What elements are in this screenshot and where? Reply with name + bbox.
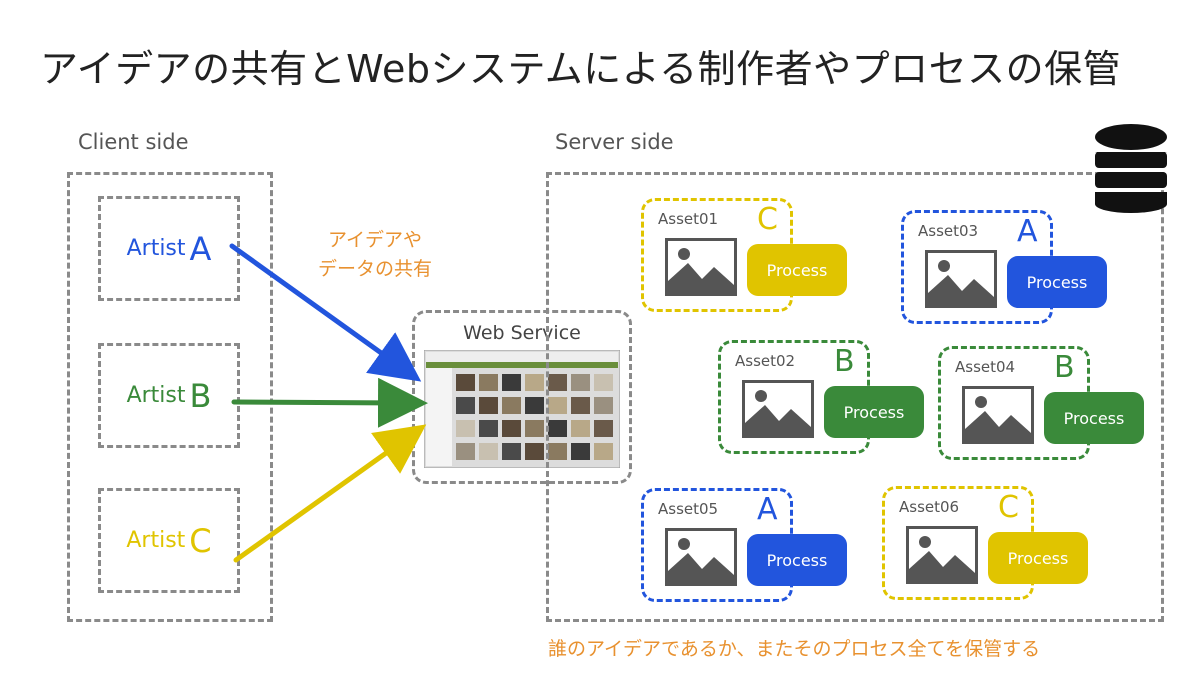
asset-3-process-button[interactable]: Process [1007,256,1107,308]
asset-6-letter: C [998,490,1019,525]
thumbnail [525,420,544,437]
thumbnail [594,397,613,414]
server-side-container [546,172,1164,622]
thumbnail-grid [456,374,613,460]
thumbnail [548,374,567,391]
thumbnail [594,374,613,391]
asset-1-process-button[interactable]: Process [747,244,847,296]
thumbnail [456,443,475,460]
image-icon [665,238,737,296]
image-icon [925,250,997,308]
asset-3-letter: A [1017,214,1038,249]
thumbnail [571,397,590,414]
image-icon [742,380,814,438]
thumbnail [525,374,544,391]
image-icon [962,386,1034,444]
artist-c-box[interactable]: Artist C [98,488,240,593]
client-side-label: Client side [78,130,189,154]
artist-c-letter: C [189,521,212,560]
database-icon [1095,124,1167,213]
artist-c-label: Artist [126,528,186,553]
thumbnail [479,443,498,460]
asset-6-label: Asset06 [899,498,960,516]
asset-4-letter: B [1054,350,1075,385]
server-side-label: Server side [555,130,674,154]
thumbnail [456,374,475,391]
artist-a-box[interactable]: Artist A [98,196,240,301]
artist-b-box[interactable]: Artist B [98,343,240,448]
share-label: アイデアや データの共有 [300,226,450,284]
web-service-title: Web Service [463,322,581,344]
thumbnail [502,443,521,460]
thumbnail [571,420,590,437]
asset-5-label: Asset05 [658,500,719,518]
thumbnail [571,374,590,391]
thumbnail [502,397,521,414]
thumbnail [479,374,498,391]
thumbnail [456,397,475,414]
asset-3-label: Asset03 [918,222,979,240]
asset-2-process-button[interactable]: Process [824,386,924,438]
thumbnail [548,443,567,460]
image-icon [665,528,737,586]
asset-6-process-button[interactable]: Process [988,532,1088,584]
browser-header-bar [426,362,618,368]
thumbnail [502,420,521,437]
thumbnail [594,443,613,460]
image-icon [906,526,978,584]
thumbnail [479,420,498,437]
share-label-line2: データの共有 [317,258,432,280]
artist-b-letter: B [189,376,212,415]
asset-1-letter: C [757,202,778,237]
thumbnail [525,397,544,414]
browser-toolbar [426,352,618,362]
thumbnail [548,397,567,414]
asset-1-label: Asset01 [658,210,719,228]
page-title: アイデアの共有とWebシステムによる制作者やプロセスの保管 [40,47,1122,91]
client-side-container [67,172,273,622]
asset-4-label: Asset04 [955,358,1016,376]
asset-4-process-button[interactable]: Process [1044,392,1144,444]
asset-5-letter: A [757,492,778,527]
browser-sidebar [426,368,452,466]
footer-note: 誰のアイデアであるか、またそのプロセス全てを保管する [548,638,1041,660]
thumbnail [456,420,475,437]
artist-b-label: Artist [126,383,186,408]
thumbnail [502,374,521,391]
thumbnail [571,443,590,460]
share-label-line1: アイデアや [327,229,423,251]
asset-2-label: Asset02 [735,352,796,370]
thumbnail [594,420,613,437]
artist-a-label: Artist [126,236,186,261]
thumbnail [479,397,498,414]
thumbnail [548,420,567,437]
thumbnail [525,443,544,460]
artist-a-letter: A [189,229,212,268]
asset-5-process-button[interactable]: Process [747,534,847,586]
web-service-screenshot [424,350,620,468]
asset-2-letter: B [834,344,855,379]
